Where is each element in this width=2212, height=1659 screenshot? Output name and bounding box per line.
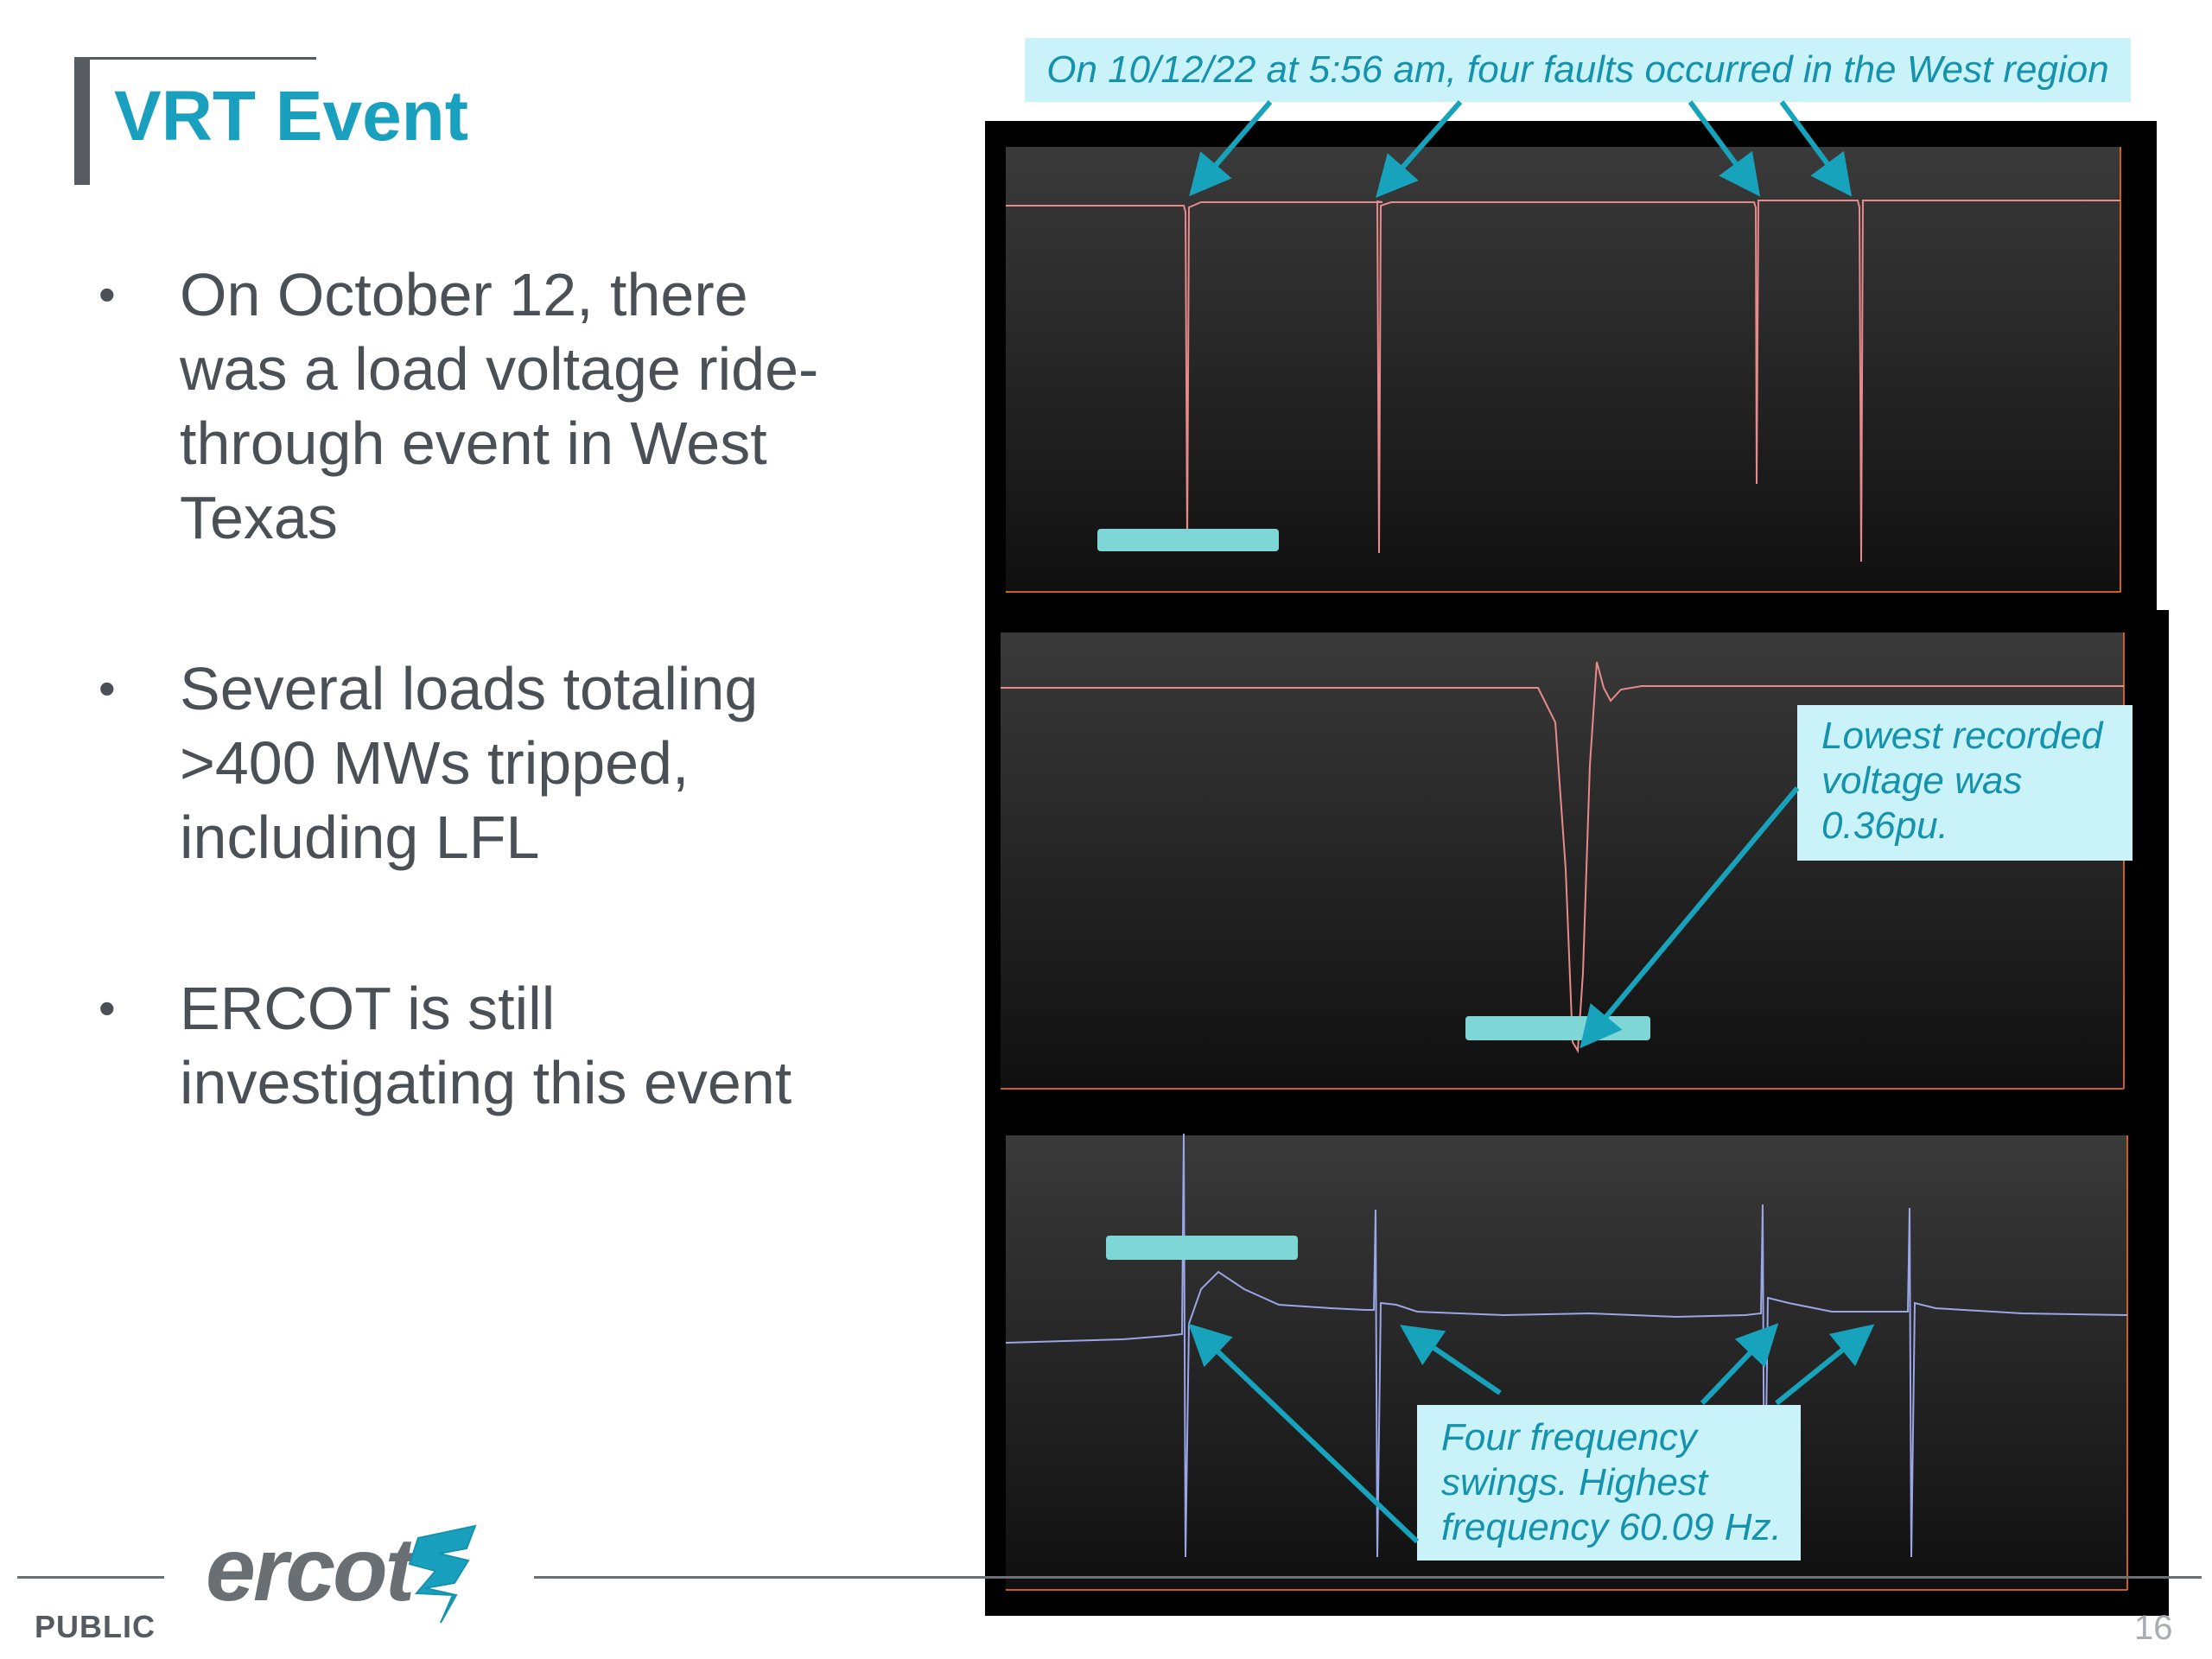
slide-title: VRT Event bbox=[114, 77, 469, 156]
arrow bbox=[1580, 786, 1800, 1049]
plot-area bbox=[1006, 147, 2120, 592]
title-bracket-top bbox=[74, 57, 316, 60]
callout-line: voltage was bbox=[1821, 760, 2023, 802]
voltage-chart bbox=[1006, 147, 2121, 593]
classification-label: PUBLIC bbox=[35, 1609, 156, 1644]
callout-line: swings. Highest bbox=[1441, 1461, 1708, 1503]
arrow bbox=[1189, 100, 1273, 197]
voltage-zoom-chart-panel bbox=[985, 610, 2169, 1111]
ercot-logo-text: ercot bbox=[206, 1520, 415, 1620]
page-number: 16 bbox=[2134, 1609, 2173, 1647]
callout-line: 0.36pu. bbox=[1821, 804, 1948, 847]
voltage-trace bbox=[1006, 200, 2120, 563]
bullet-dot: • bbox=[99, 981, 116, 1035]
arrow bbox=[1188, 1323, 1420, 1544]
bullet-text: ERCOT is still investigating this event bbox=[180, 975, 792, 1116]
bullet-text: On October 12, there was a load voltage … bbox=[180, 261, 819, 551]
datatip bbox=[1097, 529, 1279, 551]
datatip bbox=[1106, 1236, 1298, 1260]
bullet-text: Several loads totaling >400 MWs tripped,… bbox=[180, 655, 759, 871]
ercot-logo-icon bbox=[408, 1524, 477, 1624]
arrow bbox=[1775, 1324, 1875, 1406]
logo-shape bbox=[408, 1524, 477, 1624]
footer-rule bbox=[534, 1576, 2202, 1579]
arrow bbox=[1700, 1323, 1779, 1406]
bullet-item: • ERCOT is still investigating this even… bbox=[86, 971, 864, 1120]
bullet-list: • On October 12, there was a load voltag… bbox=[86, 257, 864, 1120]
voltage-trace bbox=[1001, 661, 2124, 1054]
callout-line: frequency 60.09 Hz. bbox=[1441, 1506, 1782, 1548]
bullet-dot: • bbox=[99, 661, 116, 715]
title-bracket bbox=[74, 57, 90, 185]
bullet-item: • On October 12, there was a load voltag… bbox=[86, 257, 864, 555]
arrow bbox=[1779, 100, 1853, 197]
callout-frequency-swings: Four frequency swings. Highest frequency… bbox=[1417, 1405, 1801, 1560]
callout-line: Four frequency bbox=[1441, 1416, 1697, 1459]
arrow bbox=[1688, 100, 1761, 197]
footer-rule bbox=[17, 1576, 164, 1579]
arrow bbox=[1400, 1325, 1502, 1395]
callout-faults: On 10/12/22 at 5:56 am, four faults occu… bbox=[1025, 38, 2131, 102]
callout-line: Lowest recorded bbox=[1821, 715, 2103, 757]
bullet-dot: • bbox=[99, 267, 116, 321]
bullet-item: • Several loads totaling >400 MWs trippe… bbox=[86, 652, 864, 874]
voltage-chart-panel bbox=[985, 121, 2157, 613]
arrow bbox=[1376, 100, 1463, 198]
callout-lowest-voltage: Lowest recorded voltage was 0.36pu. bbox=[1797, 705, 2133, 861]
